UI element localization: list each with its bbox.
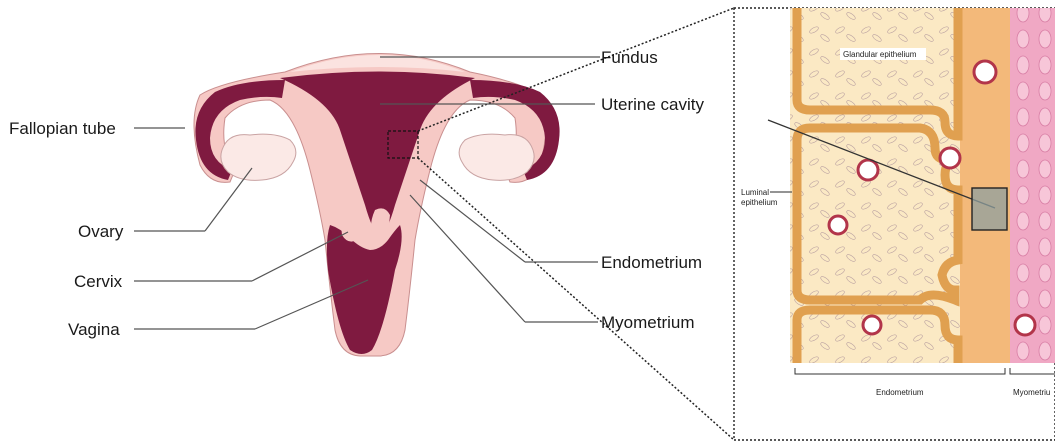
label-cervix: Cervix [74, 272, 123, 291]
histology-inset: Glandular epithelium Luminal epithelium … [734, 8, 1055, 440]
ovary-right [459, 134, 534, 180]
label-fallopian-tube: Fallopian tube [9, 119, 116, 138]
inset-detail-box [972, 188, 1007, 230]
label-vagina: Vagina [68, 320, 120, 339]
inset-myometrium-region [1008, 8, 1055, 363]
uterus-illustration [194, 54, 560, 357]
inset-label-endometrium: Endometrium [876, 388, 924, 397]
label-fundus: Fundus [601, 48, 658, 67]
inset-label-myometrium: Myometriu [1013, 388, 1050, 397]
label-ovary: Ovary [78, 222, 124, 241]
ovary-left [221, 134, 296, 180]
inset-label-glandular-epithelium: Glandular epithelium [843, 50, 917, 59]
inset-label-luminal-2: epithelium [741, 198, 778, 207]
inset-label-luminal-1: Luminal [741, 188, 769, 197]
zoom-line-bottom [418, 158, 734, 440]
label-uterine-cavity: Uterine cavity [601, 95, 704, 114]
label-endometrium: Endometrium [601, 253, 702, 272]
label-myometrium: Myometrium [601, 313, 695, 332]
